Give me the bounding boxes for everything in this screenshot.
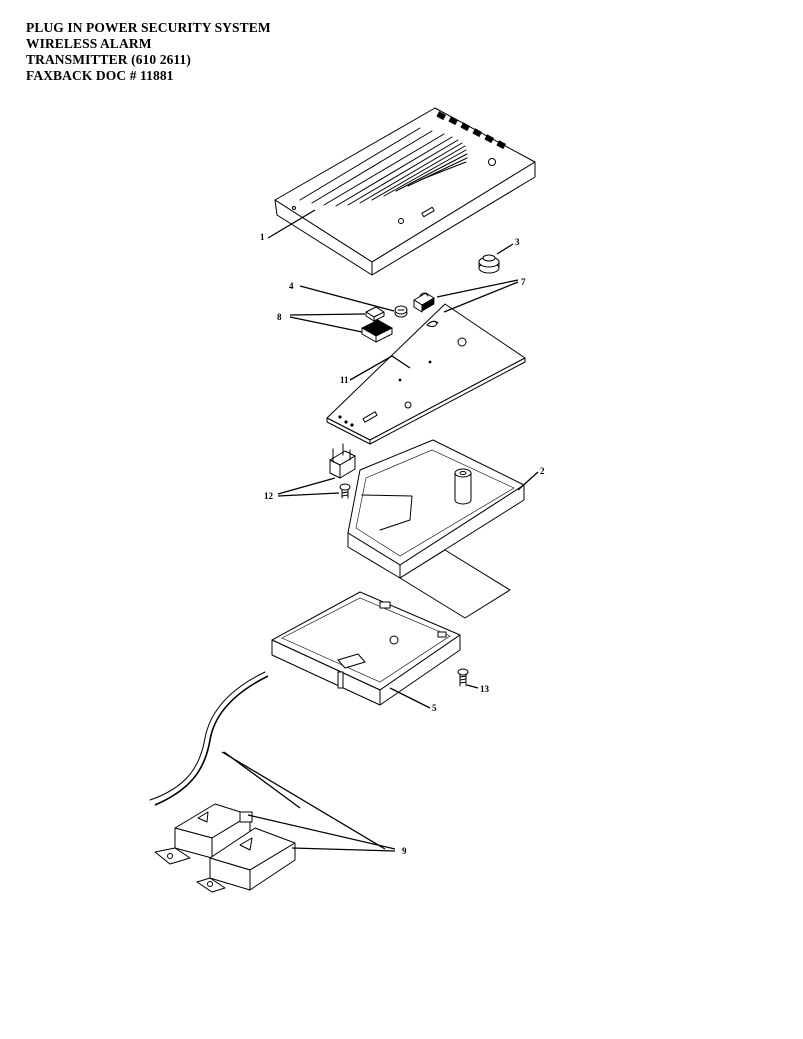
- callout-8: 8: [277, 312, 282, 322]
- part-battery-clip: 12: [264, 443, 356, 501]
- part-top-cover: 1: [260, 107, 536, 276]
- callout-5: 5: [432, 703, 437, 713]
- header-title-line: PLUG IN POWER SECURITY SYSTEM: [26, 20, 271, 35]
- part-contact-clips: 7: [413, 277, 526, 325]
- callout-11: 11: [340, 375, 349, 385]
- document-header: PLUG IN POWER SECURITY SYSTEM WIRELESS A…: [26, 20, 271, 84]
- callout-9: 9: [402, 846, 407, 856]
- part-small-screw: 4: [289, 281, 408, 318]
- header-doc-number-line: FAXBACK DOC # 11881: [26, 68, 174, 83]
- part-switch-pads: 8: [277, 306, 393, 343]
- callout-12: 12: [264, 491, 274, 501]
- part-button-cap: 3: [478, 237, 520, 274]
- header-model-line: TRANSMITTER (610 2611): [26, 52, 191, 67]
- callout-3: 3: [515, 237, 520, 247]
- part-magnetic-switches: 9: [149, 671, 407, 893]
- part-screw: 13: [457, 668, 490, 694]
- callout-1: 1: [260, 232, 265, 242]
- callout-2: 2: [540, 466, 545, 476]
- callout-4: 4: [289, 281, 294, 291]
- part-base-housing: 2: [347, 439, 545, 619]
- part-circuit-board: 11: [326, 303, 526, 445]
- part-bottom-cover: 5: [271, 591, 461, 713]
- callout-7: 7: [521, 277, 526, 287]
- header-subtitle-line: WIRELESS ALARM: [26, 36, 152, 51]
- callout-13: 13: [480, 684, 490, 694]
